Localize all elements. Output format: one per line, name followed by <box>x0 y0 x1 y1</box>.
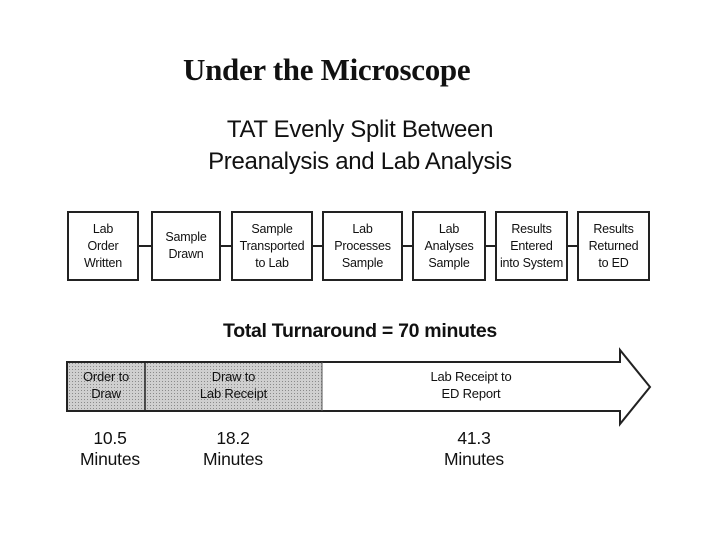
step-lab-analyses-sample: Lab Analyses Sample <box>412 211 486 281</box>
total-turnaround-label: Total Turnaround = 70 minutes <box>223 320 497 342</box>
step-results-returned: Results Returned to ED <box>577 211 650 281</box>
step-sample-transported: Sample Transported to Lab <box>231 211 313 281</box>
step-sample-drawn: Sample Drawn <box>151 211 221 281</box>
segment-order-to-draw-fill <box>67 362 145 411</box>
step-lab-processes-sample: Lab Processes Sample <box>322 211 403 281</box>
duration-value: 18.2 <box>216 428 250 448</box>
page-title: Under the Microscope <box>183 52 471 87</box>
step-label: Lab Order Written <box>84 221 122 270</box>
duration-lab-receipt-to-ed-report: 41.3 Minutes <box>424 428 524 470</box>
duration-unit: Minutes <box>203 449 263 469</box>
step-label: Sample Transported to Lab <box>239 221 305 270</box>
subtitle-line-2: Preanalysis and Lab Analysis <box>208 148 512 175</box>
connector-4 <box>403 245 412 247</box>
segment-label-order-to-draw: Order to Draw <box>82 369 130 401</box>
duration-order-to-draw: 10.5 Minutes <box>60 428 160 470</box>
arrow-outline <box>66 347 652 427</box>
connector-5 <box>486 245 495 247</box>
connector-3 <box>313 245 322 247</box>
connector-6 <box>568 245 577 247</box>
connector-2 <box>221 245 231 247</box>
step-results-entered: Results Entered into System <box>495 211 568 281</box>
subtitle-line-1: TAT Evenly Split Between <box>226 116 494 143</box>
segment-draw-to-lab-receipt-fill <box>145 362 322 411</box>
duration-value: 41.3 <box>457 428 491 448</box>
duration-unit: Minutes <box>444 449 504 469</box>
segment-label-draw-to-lab-receipt: Draw to Lab Receipt <box>199 369 268 401</box>
segment-label-lab-receipt-to-ed-report: Lab Receipt to ED Report <box>430 369 512 401</box>
step-label: Lab Processes Sample <box>334 221 391 270</box>
duration-draw-to-lab-receipt: 18.2 Minutes <box>183 428 283 470</box>
step-label: Results Entered into System <box>499 221 564 270</box>
step-label: Lab Analyses Sample <box>424 221 474 270</box>
duration-value: 10.5 <box>93 428 127 448</box>
step-label: Results Returned to ED <box>588 221 639 270</box>
connector-1 <box>139 245 151 247</box>
step-lab-order-written: Lab Order Written <box>67 211 139 281</box>
duration-unit: Minutes <box>80 449 140 469</box>
step-label: Sample Drawn <box>165 230 207 261</box>
